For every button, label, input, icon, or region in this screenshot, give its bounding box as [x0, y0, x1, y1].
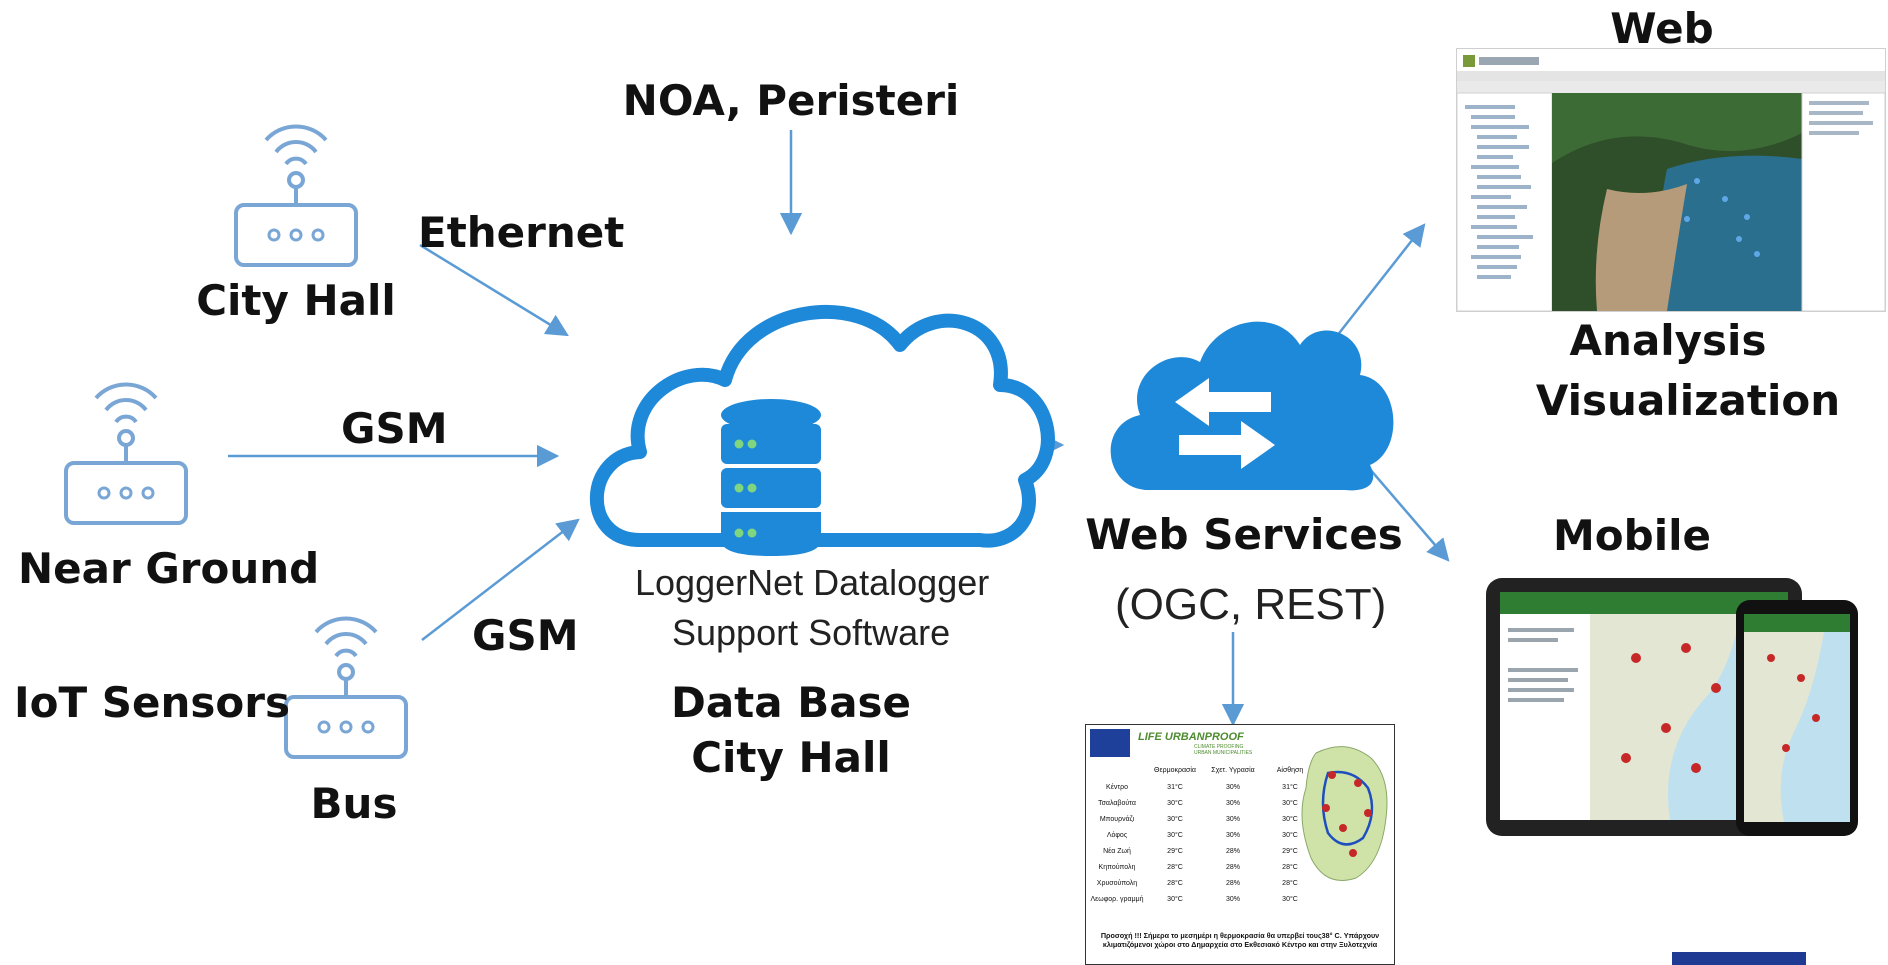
table-cell: 31°C [1282, 783, 1298, 791]
iot-sensors-label: IoT Sensors [14, 678, 290, 727]
table-cell: Λεωφορ. γραμμή [1090, 895, 1144, 903]
table-cell: Κηπούπολη [1098, 863, 1136, 871]
table-cell: Λόφος [1106, 831, 1128, 839]
table-cell: 28°C [1167, 863, 1183, 871]
analysis-label: Analysis [1569, 316, 1767, 365]
table-cell: 30% [1225, 799, 1240, 807]
table-cell: 30°C [1282, 831, 1298, 839]
wifi-router-icon [234, 124, 358, 267]
table-row: Κέντρο 31°C 30% 31°C [1088, 779, 1318, 795]
arrow-cityhall-to-db [419, 243, 569, 337]
web-app-preview [1457, 49, 1885, 311]
wifi-router-icon [64, 382, 188, 525]
bulletin-note: Προσοχή !!! Σήμερα το μεσημέρι η θερμοκρ… [1100, 931, 1380, 950]
mobile-label: Mobile [1553, 511, 1711, 560]
header-cell: Αίσθηση [1276, 766, 1304, 774]
table-cell: 30°C [1167, 895, 1183, 903]
header-cell [1088, 761, 1146, 779]
mobile-devices-screenshot [1486, 578, 1858, 836]
header-cell: Σχετ. Υγρασία [1211, 766, 1255, 774]
table-row: Τσαλαβούτα 30°C 30% 30°C [1088, 795, 1318, 811]
table-cell: 30°C [1167, 815, 1183, 823]
table-cell: Τσαλαβούτα [1098, 799, 1136, 807]
table-header: Θερμοκρασία Σχετ. Υγρασία Αίσθηση [1088, 761, 1318, 779]
table-cell: 28°C [1282, 879, 1298, 887]
table-cell: Μπουρνάζι [1099, 815, 1135, 823]
table-cell: 31°C [1167, 783, 1183, 791]
header-cell: Θερμοκρασία [1154, 766, 1196, 774]
bulletin-sheet: LIFE URBANPROOF CLIMATE PROOFING URBAN M… [1085, 724, 1395, 965]
table-cell: Νέα Ζωή [1103, 847, 1131, 855]
table-cell: Κέντρο [1106, 783, 1128, 791]
table-cell: 28°C [1282, 863, 1298, 871]
bulletin-project-sub: CLIMATE PROOFING URBAN MUNICIPALITIES [1194, 744, 1253, 756]
table-row: Λεωφορ. γραμμή 30°C 30% 30°C [1088, 891, 1318, 907]
software-label-2: Support Software [672, 612, 951, 653]
database-title-1: Data Base [670, 678, 912, 727]
eu-flag-icon [1672, 952, 1806, 965]
web-gis-screenshot [1456, 48, 1886, 312]
table-cell: 30°C [1167, 799, 1183, 807]
bus-sensor [276, 592, 416, 782]
web-label: Web [1610, 4, 1714, 53]
table-cell: 29°C [1167, 847, 1183, 855]
database-title-2: City Hall [691, 733, 891, 782]
bus-label: Bus [310, 779, 398, 828]
bulletin-project-sub-2: URBAN MUNICIPALITIES [1194, 749, 1253, 756]
city-hall-sensor [226, 100, 366, 290]
software-label-1: LoggerNet Datalogger [635, 562, 990, 603]
table-cell: 30% [1225, 895, 1240, 903]
table-cell: 29°C [1282, 847, 1298, 855]
table-row: Χρυσούπολη 28°C 28% 28°C [1088, 875, 1318, 891]
bulletin-table: Θερμοκρασία Σχετ. Υγρασία Αίσθηση Κέντρο… [1088, 761, 1318, 907]
database-icon [721, 399, 821, 556]
wifi-router-icon [284, 616, 408, 759]
table-cell: 30% [1225, 831, 1240, 839]
bulletin-project-sub-1: CLIMATE PROOFING [1194, 744, 1244, 750]
table-row: Νέα Ζωή 29°C 28% 29°C [1088, 843, 1318, 859]
web-services-title: Web Services [1085, 510, 1403, 559]
eu-logo-icon [1090, 729, 1130, 757]
noa-label: NOA, Peristeri [622, 76, 960, 125]
table-cell: 28% [1225, 879, 1240, 887]
bulletin-project: LIFE URBANPROOF [1138, 731, 1244, 743]
table-cell: 28% [1225, 847, 1240, 855]
arrow-bus-to-db [421, 518, 580, 641]
gsm-label-2: GSM [472, 611, 579, 660]
table-cell: 30°C [1282, 799, 1298, 807]
city-map-icon [1301, 746, 1388, 881]
table-cell: 30°C [1167, 831, 1183, 839]
table-cell: 28°C [1167, 879, 1183, 887]
cloud-icon [589, 304, 1055, 548]
table-cell: 30°C [1282, 815, 1298, 823]
table-cell: 30% [1225, 783, 1240, 791]
exchange-arrows-icon [1175, 378, 1275, 469]
web-services-subtitle: (OGC, REST) [1115, 580, 1387, 629]
near-ground-label: Near Ground [18, 544, 320, 593]
table-cell: 30% [1225, 815, 1240, 823]
city-hall-label: City Hall [196, 276, 396, 325]
table-row: Κηπούπολη 28°C 28% 28°C [1088, 859, 1318, 875]
table-cell: Χρυσούπολη [1096, 879, 1138, 887]
table-row: Λόφος 30°C 30% 30°C [1088, 827, 1318, 843]
gsm-label-1: GSM [341, 404, 448, 453]
table-cell: 30°C [1282, 895, 1298, 903]
tablet-and-phone-preview [1486, 578, 1858, 836]
ethernet-label: Ethernet [418, 208, 625, 257]
visualization-label: Visualization [1535, 376, 1841, 425]
table-cell: 28% [1225, 863, 1240, 871]
near-ground-sensor [56, 358, 196, 548]
table-row: Μπουρνάζι 30°C 30% 30°C [1088, 811, 1318, 827]
